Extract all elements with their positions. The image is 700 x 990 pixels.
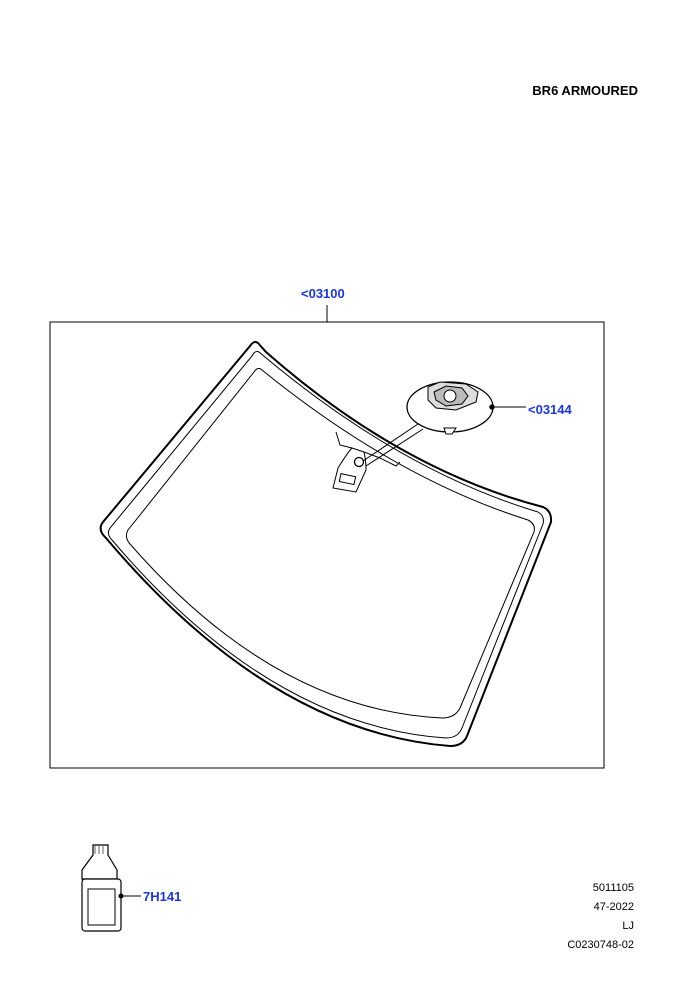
reference-code-1: 5011105 [592,882,634,894]
reference-code-3: LJ [622,920,634,932]
reference-code-4: C0230748-02 [567,939,634,951]
mirror-mount [362,381,495,467]
adhesive-bottle-icon [81,844,124,932]
callout-adhesive[interactable]: 7H141 [143,889,182,904]
reference-codes: 5011105 47-2022 LJ C0230748-02 [514,879,634,955]
model-label: BR6 ARMOURED [532,83,638,98]
callout-windscreen-assembly[interactable]: <03100 [301,286,345,301]
assembly-frame [49,321,605,769]
reference-code-2: 47-2022 [593,901,634,913]
callout-mirror-mount[interactable]: <03144 [528,402,572,417]
windscreen-glass [99,341,553,748]
